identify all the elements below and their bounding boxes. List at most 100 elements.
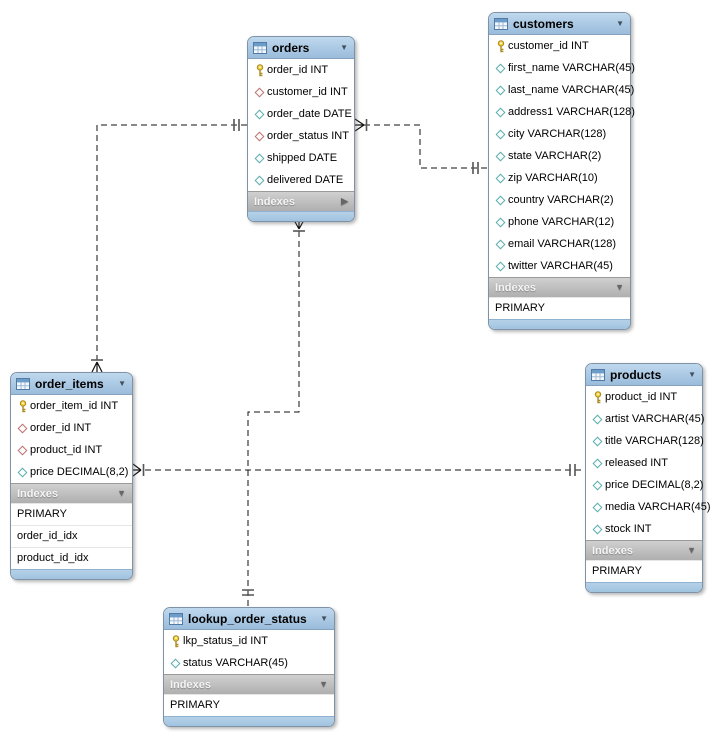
column-row[interactable]: delivered DATE [248, 169, 354, 191]
chevron-down-icon[interactable]: ▼ [118, 378, 126, 388]
column-row[interactable]: order_date DATE [248, 103, 354, 125]
column-row[interactable]: phone VARCHAR(12) [489, 211, 630, 233]
table-header[interactable]: products ▼ [586, 364, 702, 386]
indexes-section-header[interactable]: Indexes ▼ [586, 540, 702, 560]
chevron-down-icon[interactable]: ▼ [340, 42, 348, 52]
column-row[interactable]: stock INT [586, 518, 702, 540]
column-row[interactable]: released INT [586, 452, 702, 474]
chevron-down-icon[interactable]: ▼ [320, 613, 328, 623]
column-label: product_id INT [605, 391, 678, 403]
index-row[interactable]: PRIMARY [586, 560, 702, 582]
table-products[interactable]: products ▼ product_id INT artist VARCHAR(… [585, 363, 711, 593]
index-row[interactable]: PRIMARY [11, 503, 132, 525]
column-row[interactable]: city VARCHAR(128) [489, 123, 630, 145]
column-label: shipped DATE [267, 152, 338, 164]
column-row[interactable]: email VARCHAR(128) [489, 233, 630, 255]
indexes-section-header[interactable]: Indexes ▼ [489, 277, 630, 297]
relationship-order-items-orders[interactable] [91, 119, 247, 373]
relationship-order-items-products[interactable] [132, 463, 585, 477]
collapse-arrow-icon[interactable]: ▼ [615, 282, 624, 292]
column-row[interactable]: zip VARCHAR(10) [489, 167, 630, 189]
indexes-section-header[interactable]: Indexes ▼ [11, 483, 132, 503]
column-row[interactable]: shipped DATE [248, 147, 354, 169]
table-footer-bar [164, 716, 334, 726]
table-header[interactable]: orders ▼ [248, 37, 354, 59]
relationship-orders-lookup-order-status[interactable] [242, 219, 305, 607]
table-orders[interactable]: orders ▼ order_id INT customer_id INT orde… [247, 36, 355, 222]
column-label: customer_id INT [267, 86, 348, 98]
column-row[interactable]: media VARCHAR(45) [586, 496, 711, 518]
table-icon [591, 368, 605, 381]
column-icon [252, 175, 267, 185]
table-title: lookup_order_status [188, 611, 307, 626]
chevron-down-icon[interactable]: ▼ [688, 369, 696, 379]
column-row[interactable]: customer_id INT [248, 81, 354, 103]
indexes-label: Indexes [495, 281, 536, 294]
table-icon [253, 41, 267, 54]
column-label: status VARCHAR(45) [183, 657, 288, 669]
column-row[interactable]: lkp_status_id INT [164, 630, 334, 652]
column-row[interactable]: state VARCHAR(2) [489, 145, 630, 167]
column-row[interactable]: order_id INT [248, 59, 354, 81]
column-row[interactable]: first_name VARCHAR(45) [489, 57, 635, 79]
column-row[interactable]: status VARCHAR(45) [164, 652, 334, 674]
column-row[interactable]: product_id INT [11, 439, 132, 461]
column-row[interactable]: order_item_id INT [11, 395, 132, 417]
expand-arrow-icon[interactable]: ▶ [341, 196, 348, 206]
foreign-key-icon [252, 131, 267, 141]
indexes-section-header[interactable]: Indexes ▶ [248, 191, 354, 211]
chevron-down-icon[interactable]: ▼ [616, 18, 624, 28]
column-label: artist VARCHAR(45) [605, 413, 705, 425]
column-label: media VARCHAR(45) [605, 501, 711, 513]
index-row[interactable]: PRIMARY [489, 297, 630, 319]
column-list: lkp_status_id INT status VARCHAR(45) [164, 630, 334, 674]
column-row[interactable]: order_status INT [248, 125, 354, 147]
table-footer-bar [11, 569, 132, 579]
table-header[interactable]: customers ▼ [489, 13, 630, 35]
collapse-arrow-icon[interactable]: ▼ [117, 488, 126, 498]
column-icon [168, 658, 183, 668]
column-row[interactable]: price DECIMAL(8,2) [11, 461, 132, 483]
column-icon [493, 129, 508, 139]
column-row[interactable]: customer_id INT [489, 35, 630, 57]
column-row[interactable]: product_id INT [586, 386, 702, 408]
column-row[interactable]: last_name VARCHAR(45) [489, 79, 634, 101]
column-row[interactable]: country VARCHAR(2) [489, 189, 630, 211]
column-row[interactable]: order_id INT [11, 417, 132, 439]
column-label: email VARCHAR(128) [508, 238, 616, 250]
primary-key-icon [168, 634, 183, 648]
column-row[interactable]: twitter VARCHAR(45) [489, 255, 630, 277]
index-row[interactable]: product_id_idx [11, 547, 132, 569]
index-row[interactable]: PRIMARY [164, 694, 334, 716]
foreign-key-icon [15, 445, 30, 455]
collapse-arrow-icon[interactable]: ▼ [319, 679, 328, 689]
column-label: title VARCHAR(128) [605, 435, 704, 447]
column-icon [493, 63, 508, 73]
column-list: product_id INT artist VARCHAR(45) title VA… [586, 386, 711, 540]
foreign-key-icon [252, 87, 267, 97]
indexes-label: Indexes [254, 195, 295, 208]
column-label: order_status INT [267, 130, 349, 142]
table-title: customers [513, 16, 574, 31]
index-row[interactable]: order_id_idx [11, 525, 132, 547]
table-header[interactable]: lookup_order_status ▼ [164, 608, 334, 630]
column-row[interactable]: artist VARCHAR(45) [586, 408, 705, 430]
column-icon [493, 261, 508, 271]
column-label: order_id INT [30, 422, 92, 434]
relationship-orders-customers[interactable] [354, 118, 488, 174]
column-row[interactable]: title VARCHAR(128) [586, 430, 704, 452]
column-row[interactable]: price DECIMAL(8,2) [586, 474, 703, 496]
indexes-section-header[interactable]: Indexes ▼ [164, 674, 334, 694]
column-row[interactable]: address1 VARCHAR(128) [489, 101, 635, 123]
column-label: twitter VARCHAR(45) [508, 260, 613, 272]
column-label: city VARCHAR(128) [508, 128, 607, 140]
table-order-items[interactable]: order_items ▼ order_item_id INT order_id … [10, 372, 133, 580]
collapse-arrow-icon[interactable]: ▼ [687, 545, 696, 555]
column-label: stock INT [605, 523, 652, 535]
index-list: PRIMARY [586, 560, 702, 582]
table-header[interactable]: order_items ▼ [11, 373, 132, 395]
table-lookup-order-status[interactable]: lookup_order_status ▼ lkp_status_id INT s… [163, 607, 335, 727]
table-icon [169, 612, 183, 625]
